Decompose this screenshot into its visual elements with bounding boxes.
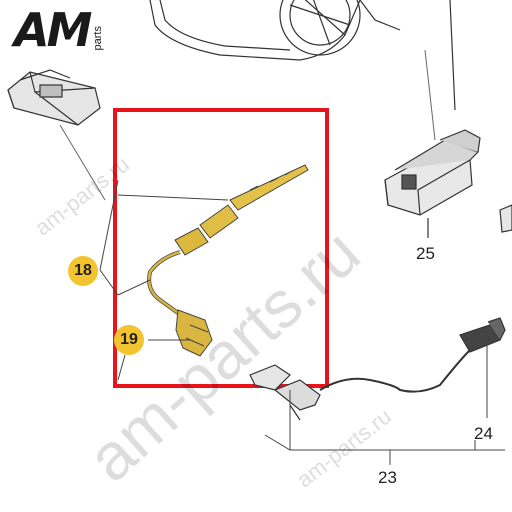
right-edge-fragment [499,204,512,233]
part-23-24-cable [249,317,506,421]
brand-logo: AM parts [14,3,105,57]
leader-lines-18-19 [99,179,229,381]
leader-lines-top [59,49,436,201]
callout-18: 18 [68,256,98,286]
logo-subtext: parts [92,25,105,50]
part-25-lamp [384,129,481,238]
callout-23: 23 [378,468,397,487]
callout-19: 19 [114,325,144,355]
car-body-fragment [149,0,456,111]
callout-24: 24 [474,424,493,443]
highlight-frame [113,108,329,388]
logo-mark: AM [14,3,92,57]
part-18-wire-harness [147,164,309,357]
callout-25: 25 [416,244,435,263]
bracket-23 [264,345,505,465]
top-left-lamp-part [7,69,101,126]
